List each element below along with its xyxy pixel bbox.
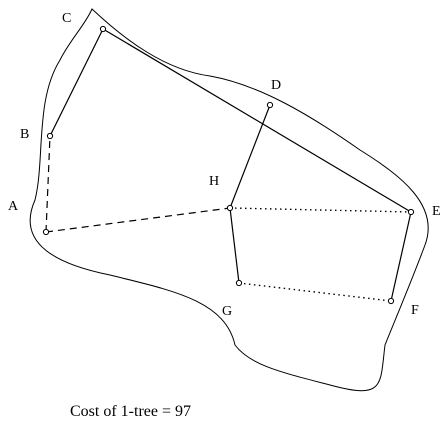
cost-caption: Cost of 1-tree = 97: [70, 403, 191, 420]
labels-layer: A B C D E F G H: [8, 11, 441, 319]
region-boundary: [29, 8, 429, 392]
node-label-b: B: [20, 127, 29, 142]
node-g: [235, 279, 243, 287]
node-e: [407, 208, 415, 216]
edge-b-c: [49, 28, 104, 137]
edge-g-f: [238, 282, 392, 302]
nodes-layer: [42, 25, 415, 305]
node-label-c: C: [62, 11, 71, 26]
edge-c-e: [102, 28, 412, 213]
node-label-d: D: [271, 78, 281, 93]
edge-e-f: [390, 211, 412, 302]
edge-a-h: [45, 207, 231, 233]
edge-d-h: [229, 104, 271, 209]
node-a: [42, 228, 50, 236]
edge-a-b: [45, 135, 51, 233]
node-c: [99, 25, 107, 33]
node-label-a: A: [8, 199, 19, 214]
edges-layer: [45, 28, 412, 302]
node-label-h: H: [209, 174, 219, 189]
node-label-f: F: [411, 303, 419, 318]
node-label-e: E: [432, 204, 441, 219]
node-b: [46, 132, 54, 140]
edge-h-g: [229, 207, 240, 284]
node-h: [226, 204, 234, 212]
node-f: [387, 297, 395, 305]
node-d: [266, 101, 274, 109]
node-label-g: G: [222, 304, 232, 319]
edge-h-e: [229, 207, 412, 213]
